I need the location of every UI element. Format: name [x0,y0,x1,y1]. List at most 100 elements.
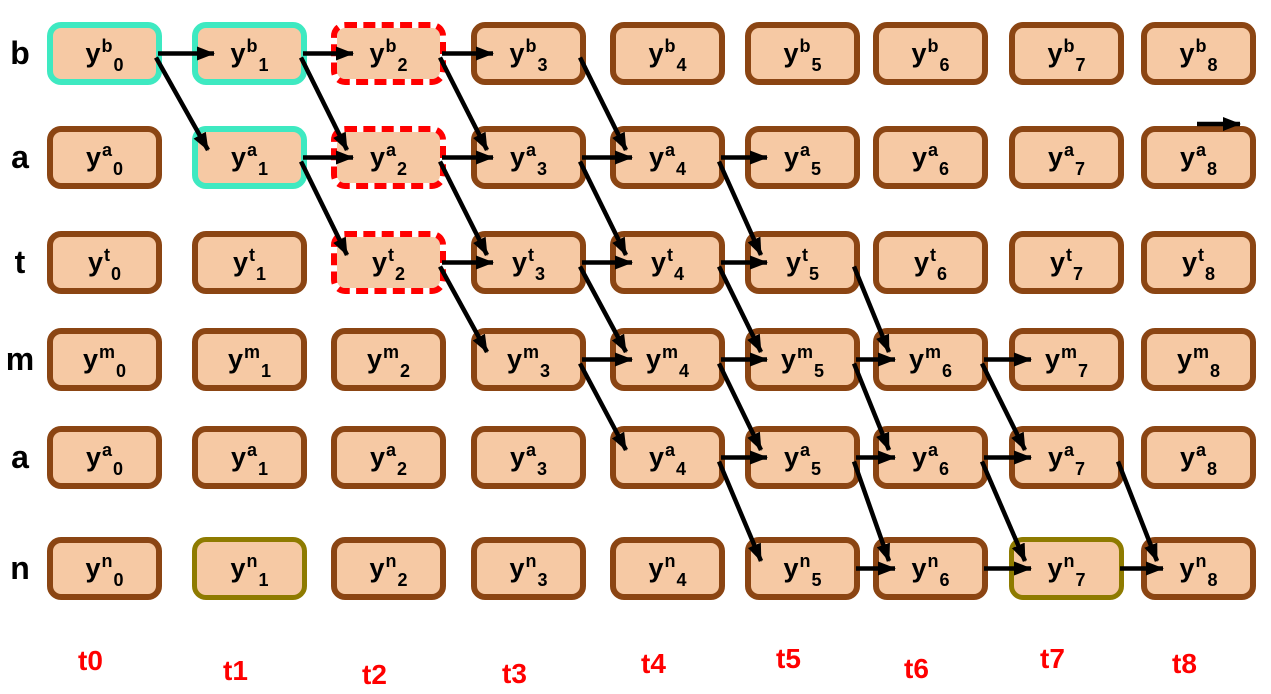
time-label-t8: t8 [1172,648,1197,679]
lattice-cell-y-t7-r2: yt7 [1009,231,1124,294]
lattice-cell-y-m8-r3: ym8 [1141,328,1256,391]
cell-label: yt0 [87,245,122,284]
lattice-cell-y-b8-r0: yb8 [1141,22,1256,85]
lattice-cell-y-a4-r4: ya4 [610,426,725,489]
cell-label: yt5 [785,245,820,284]
lattice-cell-y-m4-r3: ym4 [610,328,725,391]
cell-label: ya8 [1179,440,1218,479]
cell-label: ya1 [230,440,269,479]
cell-label: ym8 [1176,342,1221,381]
cell-label: ya0 [85,140,124,179]
lattice-cell-y-b7-r0: yb7 [1009,22,1124,85]
cell-label: ym5 [780,342,825,381]
lattice-cell-y-t4-r2: yt4 [610,231,725,294]
lattice-cell-y-n4-r5: yn4 [610,537,725,600]
lattice-cell-y-m0-r3: ym0 [47,328,162,391]
lattice-cell-y-b1-r0: yb1 [192,22,307,85]
time-label-t3: t3 [502,658,527,689]
cell-label: yt2 [371,245,406,284]
cell-label: ya4 [648,440,687,479]
cell-label: ym1 [227,342,272,381]
row-label-n-5: n [10,550,30,586]
cell-label: yn4 [648,551,687,590]
cell-label: yb2 [369,36,408,75]
cell-label: yt6 [913,245,948,284]
cell-label: yb0 [85,36,124,75]
cell-label: yb1 [230,36,269,75]
lattice-cell-y-t3-r2: yt3 [471,231,586,294]
cell-label: yt7 [1049,245,1084,284]
cell-label: yn0 [85,551,124,590]
row-label-a-4: a [11,439,29,475]
cell-label: ya6 [911,140,950,179]
cell-label: ya4 [648,140,687,179]
lattice-cell-y-a2-r1: ya2 [331,126,446,189]
lattice-cell-y-a3-r1: ya3 [471,126,586,189]
cell-label: ya5 [783,140,822,179]
lattice-cell-y-n2-r5: yn2 [331,537,446,600]
cell-label: yb6 [911,36,950,75]
lattice-cell-y-a5-r1: ya5 [745,126,860,189]
cell-label: yn7 [1047,551,1086,590]
lattice-cell-y-a3-r4: ya3 [471,426,586,489]
cell-label: ym0 [82,342,127,381]
cell-label: yb3 [509,36,548,75]
lattice-cell-y-t2-r2: yt2 [331,231,446,294]
cell-label: yt3 [511,245,546,284]
cell-label: yb5 [783,36,822,75]
cell-label: yn5 [783,551,822,590]
cell-label: ym2 [366,342,411,381]
row-label-m-3: m [5,341,35,377]
cell-label: ym4 [645,342,690,381]
lattice-cell-y-m5-r3: ym5 [745,328,860,391]
row-label-b-0: b [10,35,30,71]
lattice-cell-y-a4-r1: ya4 [610,126,725,189]
lattice-cell-y-n3-r5: yn3 [471,537,586,600]
lattice-cell-y-a0-r1: ya0 [47,126,162,189]
cell-label: yn2 [369,551,408,590]
lattice-cell-y-a1-r1: ya1 [192,126,307,189]
row-label-t-2: t [14,244,26,280]
lattice-cell-y-m1-r3: ym1 [192,328,307,391]
cell-label: ya7 [1047,440,1086,479]
cell-label: ya2 [369,140,408,179]
time-label-t7: t7 [1040,643,1065,674]
cell-label: ya3 [509,140,548,179]
lattice-cell-y-a7-r4: ya7 [1009,426,1124,489]
cell-label: ya8 [1179,140,1218,179]
lattice-cell-y-n8-r5: yn8 [1141,537,1256,600]
lattice-cell-y-a5-r4: ya5 [745,426,860,489]
lattice-cell-y-m3-r3: ym3 [471,328,586,391]
time-label-t6: t6 [904,653,929,684]
lattice-cell-y-t0-r2: yt0 [47,231,162,294]
lattice-cell-y-a8-r4: ya8 [1141,426,1256,489]
lattice-cell-y-a2-r4: ya2 [331,426,446,489]
cell-label: ya3 [509,440,548,479]
cell-label: ya1 [230,140,269,179]
cell-label: yb7 [1047,36,1086,75]
cell-label: ya0 [85,440,124,479]
lattice-cell-y-b0-r0: yb0 [47,22,162,85]
lattice-cell-y-t5-r2: yt5 [745,231,860,294]
cell-label: ya2 [369,440,408,479]
lattice-cell-y-a6-r1: ya6 [873,126,988,189]
time-label-t4: t4 [641,648,666,679]
cell-label: ym6 [908,342,953,381]
lattice-cell-y-b5-r0: yb5 [745,22,860,85]
cell-label: ya6 [911,440,950,479]
lattice-cell-y-b4-r0: yb4 [610,22,725,85]
lattice-cell-y-b3-r0: yb3 [471,22,586,85]
time-label-t2: t2 [362,659,387,690]
cell-label: ym7 [1044,342,1089,381]
cell-label: yt4 [650,245,685,284]
time-label-t5: t5 [776,643,801,674]
cell-label: ya5 [783,440,822,479]
lattice-cell-y-b2-r0: yb2 [331,22,446,85]
lattice-cell-y-n7-r5: yn7 [1009,537,1124,600]
cell-label: yn3 [509,551,548,590]
lattice-cell-y-n0-r5: yn0 [47,537,162,600]
cell-label: yt1 [232,245,267,284]
lattice-cell-y-m6-r3: ym6 [873,328,988,391]
cell-label: yt8 [1181,245,1216,284]
